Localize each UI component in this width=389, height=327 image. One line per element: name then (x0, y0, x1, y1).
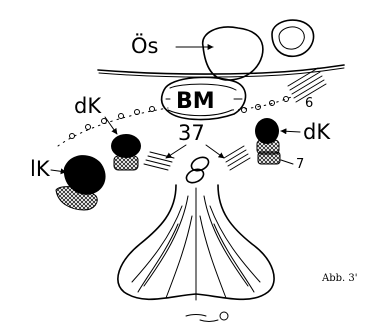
bottom-stem-marks (186, 315, 218, 322)
small-ring-structure (272, 20, 314, 56)
vesicle-group-right (242, 97, 289, 113)
striated-fragment-center-right (224, 146, 250, 170)
label-number-37: 37 (178, 121, 205, 145)
striated-fragment-center-left (144, 152, 174, 170)
arrow-number-7 (281, 160, 293, 164)
arrow-37-left (166, 145, 186, 158)
dk-left-hatched-capsule (114, 156, 138, 170)
label-number-7: 7 (296, 157, 304, 172)
label-lk: lK (30, 157, 51, 181)
dk-left-dark-body (111, 134, 141, 158)
bell-structure-internal-lines (132, 188, 260, 300)
label-number-6: 6 (305, 96, 313, 111)
figure-caption: Abb. 3' (321, 273, 358, 284)
arrow-lk (51, 170, 66, 172)
arrow-37-right (206, 145, 224, 158)
label-oesophagus: Ös (131, 33, 158, 58)
hatched-body-7 (258, 152, 280, 164)
arrow-dk-left (105, 117, 117, 134)
oesophagus-outline (203, 27, 263, 80)
bottom-small-ring (220, 312, 228, 320)
label-dk-right: dK (303, 120, 331, 144)
label-dk-left: dK (74, 94, 102, 118)
arrow-dk-right (281, 131, 300, 132)
small-ring-inner (279, 27, 304, 49)
label-bm: BM (176, 89, 215, 114)
